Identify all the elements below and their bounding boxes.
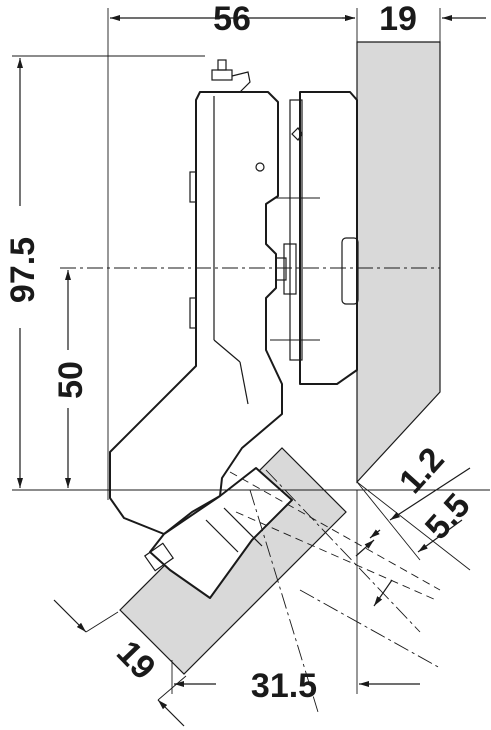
top-door-panel [356, 41, 441, 484]
dim-top-width-label: 56 [213, 0, 251, 38]
dim-gap-small-label: 1.2 [392, 440, 452, 501]
dim-center-height: 50 [52, 270, 90, 488]
hinge-linkage [143, 467, 293, 599]
extension-lines [12, 8, 490, 694]
dim-overall-height: 97.5 [4, 58, 42, 488]
dim-top-width: 56 [110, 0, 355, 38]
dim-overall-height-label: 97.5 [4, 237, 42, 303]
dim-center-height-label: 50 [52, 361, 90, 399]
dim-bottom-offset-label: 31.5 [251, 667, 317, 705]
dim-top-panel-thickness: 19 [342, 0, 486, 38]
hinge-cup [270, 91, 359, 385]
dim-bottom-offset: 31.5 [174, 667, 420, 705]
dim-top-panel-thickness-label: 19 [379, 0, 417, 38]
construction-lines [60, 267, 441, 713]
hinge-arm [109, 59, 283, 535]
dim-gap-large: 5.5 [355, 486, 478, 607]
